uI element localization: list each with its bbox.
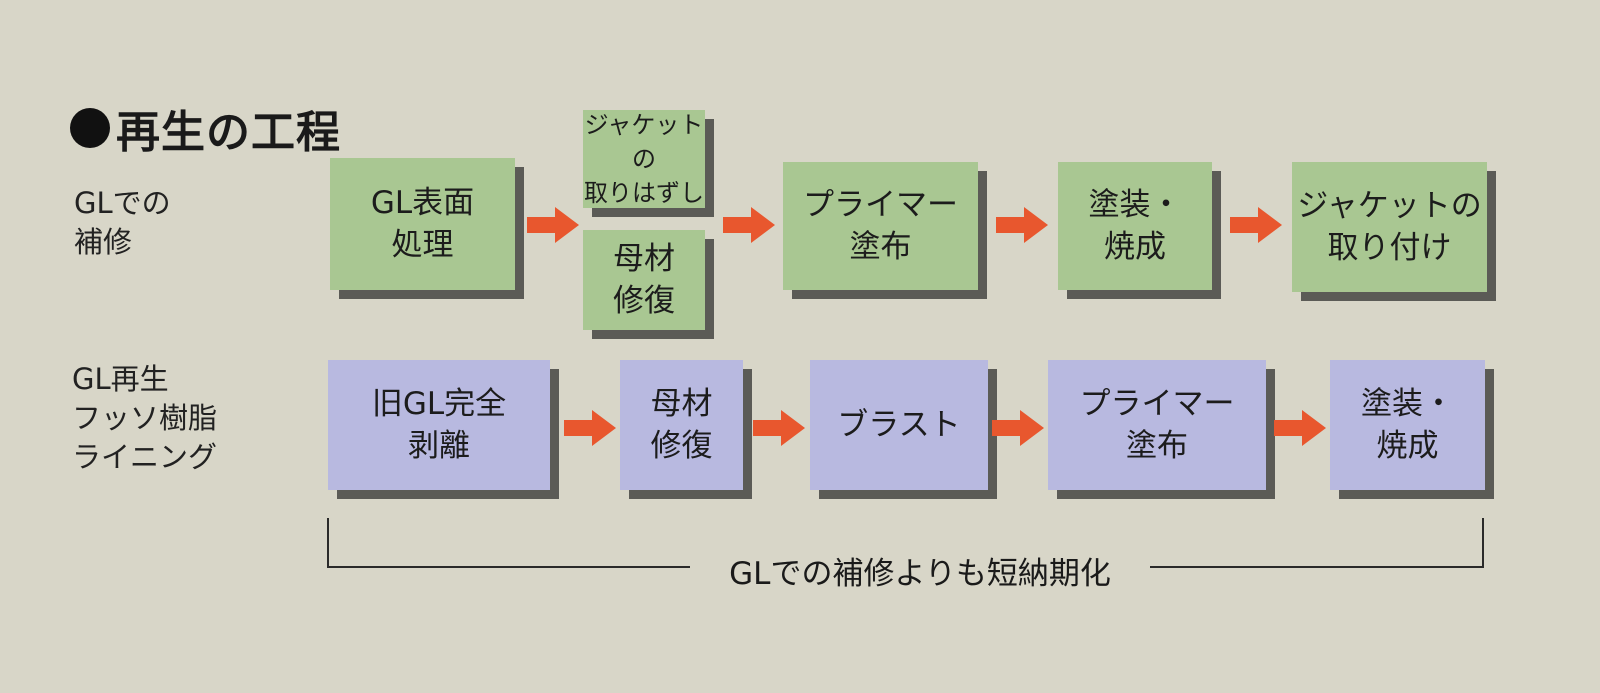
step-old-gl-removal: 旧GL完全 剥離	[328, 360, 550, 490]
step-base-repair: 母材 修復	[583, 230, 705, 330]
arrow-icon	[1274, 410, 1326, 446]
arrow-icon	[753, 410, 805, 446]
step-primer-coating: プライマー 塗布	[783, 162, 978, 290]
arrow-icon	[1230, 207, 1282, 243]
row-label-gl-repair: GLでの 補修	[74, 186, 171, 259]
step-painting-firing-2: 塗装・ 焼成	[1330, 360, 1485, 490]
arrow-icon	[723, 207, 775, 243]
arrow-icon	[527, 207, 579, 243]
step-jacket-removal: ジャケットの 取りはずし	[583, 110, 705, 208]
step-jacket-installation: ジャケットの 取り付け	[1292, 162, 1487, 292]
step-primer-coating-2: プライマー 塗布	[1048, 360, 1266, 490]
arrow-icon	[992, 410, 1044, 446]
title-text: 再生の工程	[116, 107, 341, 158]
bracket-label: GLでの補修よりも短納期化	[690, 548, 1150, 593]
bullet-icon	[70, 108, 110, 148]
step-gl-surface-treatment: GL表面 処理	[330, 158, 515, 290]
step-base-repair-2: 母材 修復	[620, 360, 743, 490]
row-label-gl-regen: GL再生 フッソ樹脂 ライニング	[72, 362, 218, 474]
arrow-icon	[996, 207, 1048, 243]
arrow-icon	[564, 410, 616, 446]
step-blast: ブラスト	[810, 360, 988, 490]
diagram-title: 再生の工程	[70, 96, 341, 160]
step-painting-firing: 塗装・ 焼成	[1058, 162, 1212, 290]
